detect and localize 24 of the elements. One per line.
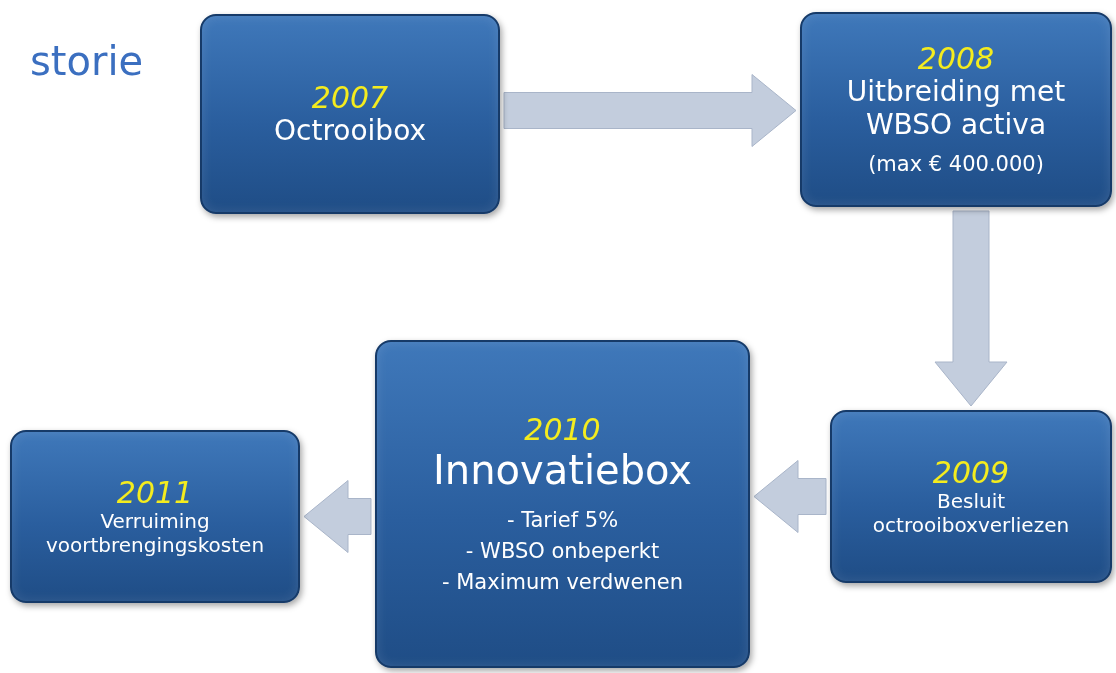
block-arrow (934, 210, 1008, 407)
block-arrow (503, 74, 797, 147)
year-label: 2010 (524, 412, 601, 446)
title-text: storie (30, 38, 144, 84)
year-label: 2007 (311, 80, 389, 114)
block-arrow (753, 460, 827, 533)
box-text: Innovatiebox (433, 445, 692, 494)
box-text: - WBSO onbeperkt (465, 538, 660, 565)
year-label: 2011 (116, 476, 194, 509)
box-text: Uitbreiding met WBSO activa (845, 74, 1067, 142)
process-box (830, 410, 1112, 583)
box-text: Octrooibox (274, 113, 426, 148)
process-box (800, 12, 1112, 207)
block-arrow (303, 480, 372, 553)
box-text: (max € 400.000) (868, 152, 1044, 178)
box-text: Besluit octrooiboxverliezen (871, 489, 1071, 537)
box-text: - Maximum verdwenen (442, 570, 683, 596)
year-label: 2008 (917, 41, 995, 75)
process-box (200, 14, 500, 214)
process-box (375, 340, 750, 668)
process-box (10, 430, 300, 603)
box-text: - Tarief 5% (506, 507, 619, 533)
year-label: 2009 (932, 456, 1010, 489)
box-text: Verruiming voortbrengingskosten (44, 509, 266, 557)
